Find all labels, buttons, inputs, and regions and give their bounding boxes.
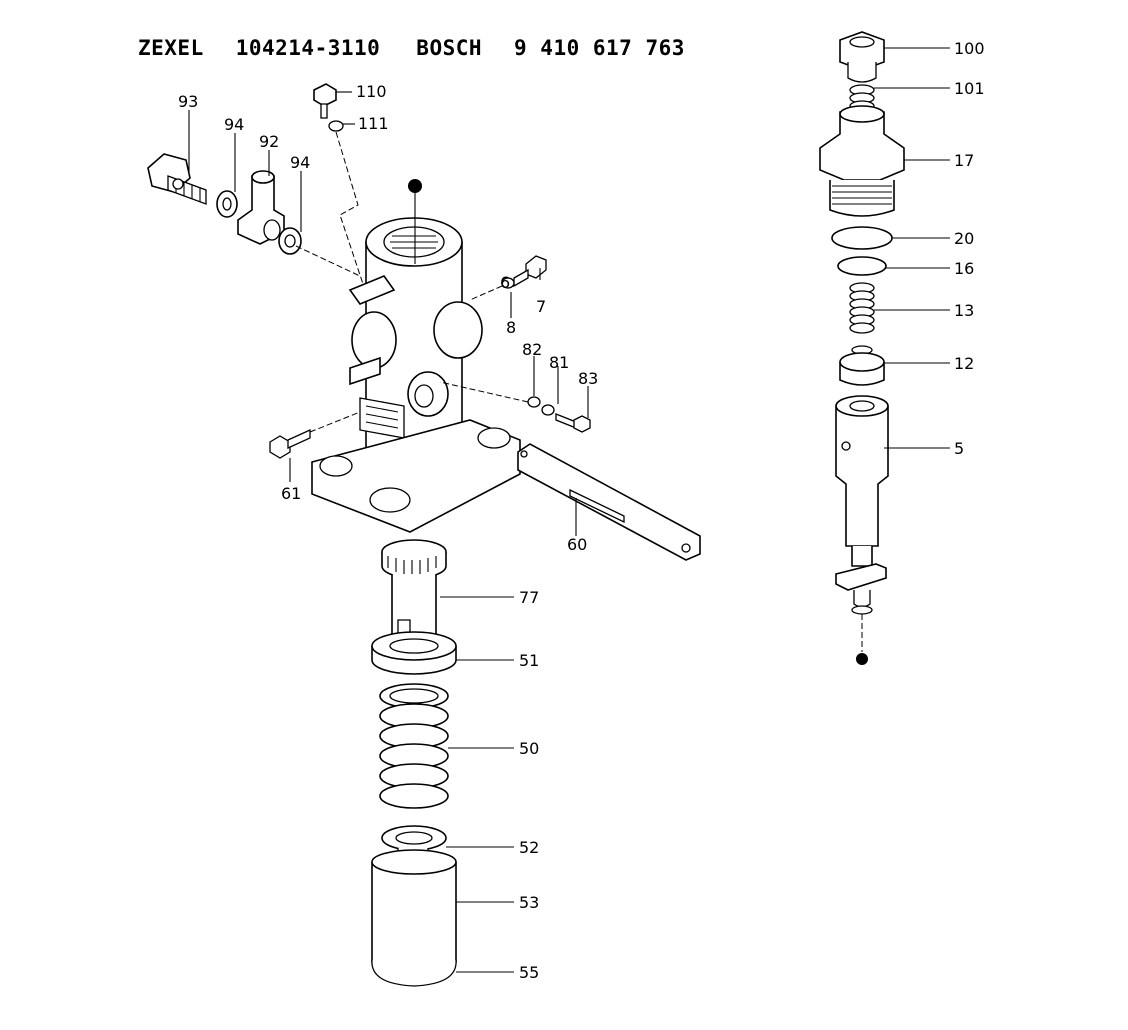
part-100-holder-nut (839, 31, 885, 83)
label-82: 82 (522, 340, 542, 359)
brand-zexel: ZEXEL (138, 36, 204, 60)
label-6: 6 (500, 273, 510, 292)
part-7-screw (513, 255, 547, 288)
reference-dot-bottom (856, 653, 868, 665)
part-50-spring (379, 683, 449, 809)
label-94-a: 94 (224, 115, 244, 134)
label-50: 50 (519, 739, 539, 758)
label-8: 8 (506, 318, 516, 337)
part-17-delivery-valve-holder (819, 105, 905, 217)
assembly-line-screw-7 (469, 285, 503, 301)
part-12-delivery-valve (839, 345, 885, 386)
label-20: 20 (954, 229, 974, 248)
part-92-elbow (237, 170, 285, 245)
brand-bosch: BOSCH (416, 36, 483, 60)
label-53: 53 (519, 893, 539, 912)
label-93: 93 (178, 92, 198, 111)
label-55: 55 (519, 963, 539, 982)
part-13-valve-spring (849, 282, 875, 334)
pump-housing (348, 217, 483, 479)
label-52: 52 (519, 838, 539, 857)
bosch-part-number: 9 410 617 763 (514, 36, 685, 60)
label-94-b: 94 (290, 153, 310, 172)
part-94-washer-a (216, 190, 238, 218)
part-53-tappet (371, 849, 457, 971)
part-60-control-rack (517, 443, 701, 561)
assembly-line-screw-61 (309, 411, 361, 433)
label-13: 13 (954, 301, 974, 320)
label-17: 17 (954, 151, 974, 170)
label-81: 81 (549, 353, 569, 372)
assembly-line-screw-83 (439, 381, 529, 403)
leader-lines (188, 47, 950, 973)
label-111: 111 (358, 114, 389, 133)
part-81-washer (541, 404, 555, 416)
label-12: 12 (954, 354, 974, 373)
part-83-screw (555, 413, 591, 433)
label-110: 110 (356, 82, 387, 101)
zexel-part-number: 104214-3110 (235, 36, 381, 60)
part-82-washer (527, 396, 541, 408)
part-93-banjo-bolt (147, 153, 207, 205)
label-83: 83 (578, 369, 598, 388)
part-16-gasket (837, 256, 887, 276)
part-110-screw (313, 83, 337, 119)
label-16: 16 (954, 259, 974, 278)
label-60: 60 (567, 535, 587, 554)
part-61-screw (269, 428, 311, 459)
part-20-o-ring (831, 226, 893, 250)
label-7: 7 (536, 297, 546, 316)
part-5-plunger-barrel (835, 395, 889, 615)
part-55-snap-ring (371, 959, 457, 987)
assembly-line-elbow (295, 245, 361, 277)
diagram-header: ZEXEL 104214-3110 BOSCH 9 410 617 763 (138, 36, 717, 60)
assembly-line-screw-110 (335, 131, 366, 291)
label-61: 61 (281, 484, 301, 503)
label-92: 92 (259, 132, 279, 151)
part-94-washer-b (278, 227, 302, 255)
label-100: 100 (954, 39, 985, 58)
label-51: 51 (519, 651, 539, 670)
label-5: 5 (954, 439, 964, 458)
pump-flange (311, 419, 521, 533)
label-101: 101 (954, 79, 985, 98)
reference-dot-top (408, 179, 422, 193)
part-77-control-sleeve (381, 539, 447, 645)
label-77: 77 (519, 588, 539, 607)
part-8-washer (501, 277, 515, 289)
part-51-spring-seat (371, 631, 457, 675)
part-111-washer (328, 120, 344, 132)
